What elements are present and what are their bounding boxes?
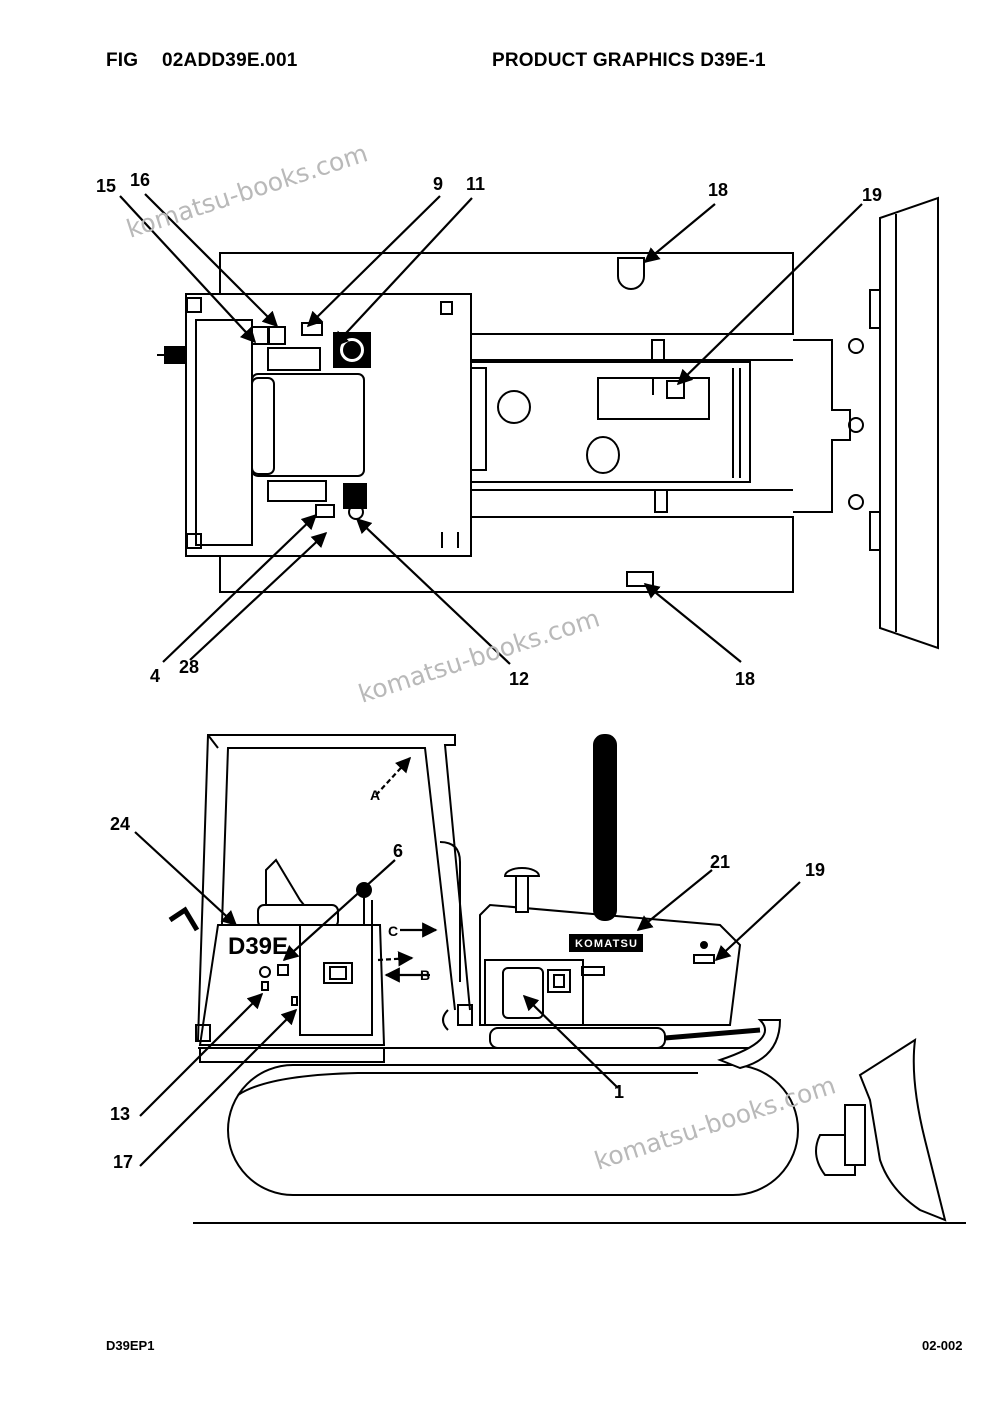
callout-28: 28	[179, 657, 199, 677]
air-cleaner-cap	[497, 390, 531, 424]
dozer-blade	[858, 1038, 947, 1222]
watermark-2: komatsu-books.com	[355, 603, 603, 708]
callout-15: 15	[96, 176, 116, 196]
fig-label: FIG	[106, 50, 139, 71]
leader-lines	[119, 193, 863, 1167]
view-arrow-a: A	[370, 787, 380, 803]
watermark-1: komatsu-books.com	[123, 138, 371, 243]
callout-21: 21	[710, 852, 730, 872]
callout-4: 4	[150, 666, 160, 686]
callout-13: 13	[110, 1104, 130, 1124]
model-text: D39E	[228, 933, 288, 960]
callout-11: 11	[466, 174, 485, 194]
fig-code: 02ADD39E.001	[162, 50, 298, 71]
page-title: PRODUCT GRAPHICS D39E-1	[492, 50, 766, 71]
track-side	[227, 1064, 799, 1196]
callout-18-bottom: 18	[735, 669, 755, 689]
footer-doc-code: D39EP1	[106, 1338, 155, 1353]
callout-9: 9	[433, 174, 443, 194]
footer-page-number: 02-002	[922, 1338, 963, 1353]
callout-12: 12	[509, 669, 529, 689]
callout-18-top: 18	[708, 180, 728, 200]
callout-19-top: 19	[862, 185, 882, 205]
callout-17: 17	[113, 1152, 133, 1172]
callout-24: 24	[110, 814, 130, 834]
top-view	[157, 196, 939, 650]
view-arrow-c: C	[388, 923, 398, 939]
callout-1: 1	[614, 1082, 624, 1102]
brand-text: KOMATSU	[575, 938, 637, 950]
callout-19-side: 19	[805, 860, 825, 880]
rops-frame	[197, 734, 471, 1041]
callout-16: 16	[130, 170, 150, 190]
exhaust-stack	[593, 734, 617, 921]
callout-6: 6	[393, 841, 403, 861]
engine-hood-side	[479, 903, 742, 1026]
blade	[879, 196, 939, 650]
brand-plate	[569, 934, 643, 952]
view-arrow-b: B	[420, 967, 430, 983]
side-view	[168, 734, 966, 1224]
